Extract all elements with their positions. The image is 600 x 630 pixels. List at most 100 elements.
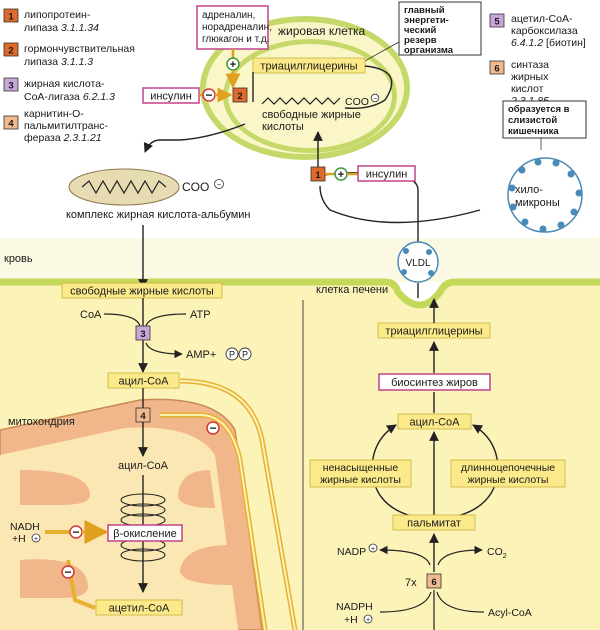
svg-text:+: +	[34, 536, 38, 543]
svg-text:1: 1	[8, 12, 14, 23]
blood-label: кровь	[4, 253, 33, 265]
svg-text:жирных: жирных	[511, 71, 549, 83]
acyl-coa-tag: ацил-CoA	[107, 372, 180, 389]
albumin-coo: COO	[182, 180, 209, 194]
svg-text:липаза 3.1.1.3: липаза 3.1.1.3	[24, 56, 93, 68]
svg-text:фераза 2.3.1.21: фераза 2.3.1.21	[24, 132, 102, 144]
svg-text:P: P	[242, 350, 248, 360]
liver-cell-label: клетка печени	[316, 284, 388, 296]
svg-text:3: 3	[8, 81, 13, 92]
acyl-coa-input-line	[436, 591, 485, 613]
chylomicron-note: образуется в слизистой кишечника	[502, 100, 587, 139]
svg-text:−: −	[209, 421, 216, 435]
svg-text:+: +	[371, 546, 375, 553]
fatty-acid-chain	[261, 97, 341, 105]
insulin-box-fat-cell: инсулин	[142, 87, 200, 104]
enzyme-4-label: 4	[140, 411, 146, 422]
long-chain-fa-tag: длинноцепочечные жирные кислоты	[450, 459, 566, 488]
legend-item-4: 4 карнитин-O- пальмитилтранс- фераза 2.3…	[3, 108, 109, 144]
fat-cell-triglycerides-tag: триацилглицерины	[252, 57, 366, 74]
blood-region	[0, 238, 600, 282]
fat-cell-coo: COO	[345, 96, 369, 108]
co2-release-arrow	[437, 545, 483, 566]
svg-text:−: −	[373, 96, 377, 103]
nadph-label: NADPH	[336, 601, 373, 613]
svg-text:ацетил-CoA-: ацетил-CoA-	[511, 13, 573, 25]
svg-text:−: −	[217, 181, 222, 190]
svg-text:инсулин: инсулин	[150, 91, 192, 103]
svg-text:инсулин: инсулин	[366, 169, 408, 181]
svg-text:ненасыщенные: ненасыщенные	[323, 462, 399, 474]
lipolysis-arc	[344, 65, 393, 110]
svg-text:2: 2	[8, 46, 13, 57]
svg-text:CoA-лигаза 6.2.1.3: CoA-лигаза 6.2.1.3	[24, 91, 115, 103]
svg-text:4: 4	[8, 119, 14, 130]
svg-text:норадреналин,: норадреналин,	[202, 22, 272, 33]
svg-text:триацилглицерины: триацилглицерины	[385, 326, 482, 338]
free-fatty-acids-label-line2: кислоты	[262, 121, 304, 133]
chylomicron-label-line1: хило-	[515, 184, 543, 196]
svg-text:+: +	[338, 169, 344, 181]
svg-text:липопротеин-: липопротеин-	[24, 9, 91, 21]
free-fatty-acids-label-line1: свободные жирные	[262, 109, 361, 121]
svg-text:длинноцепочечные: длинноцепочечные	[461, 462, 555, 474]
enzyme-6-label: 6	[431, 577, 436, 588]
svg-text:энергети-: энергети-	[404, 15, 449, 26]
amp-label: AMP+	[186, 349, 216, 361]
svg-text:организма: организма	[404, 45, 454, 56]
legend-item-1: 1 липопротеин- липаза 3.1.1.34	[3, 8, 99, 34]
svg-text:5: 5	[494, 17, 500, 28]
insulin-box-lipase: инсулин	[357, 165, 416, 182]
svg-text:карнитин-O-: карнитин-O-	[24, 108, 84, 120]
chylomicron-to-lipase-line	[319, 185, 481, 224]
svg-text:липаза 3.1.1.34: липаза 3.1.1.34	[24, 22, 99, 34]
nadph-h-label: +H	[344, 614, 358, 626]
enzyme-1-label: 1	[315, 170, 321, 181]
svg-text:жирные кислоты: жирные кислоты	[320, 474, 401, 486]
svg-text:жирные кислоты: жирные кислоты	[468, 474, 549, 486]
legend-item-5: 5 ацетил-CoA- карбоксилаза 6.4.1.2 [биот…	[489, 13, 586, 49]
svg-text:жирная кислота-: жирная кислота-	[24, 78, 105, 90]
svg-text:слизистой: слизистой	[508, 115, 557, 126]
svg-text:пальмитилтранс-: пальмитилтранс-	[24, 120, 109, 132]
svg-text:ацил-CoA: ацил-CoA	[409, 417, 460, 429]
svg-text:−: −	[64, 565, 71, 579]
legend-item-2: 2 гормончувствительная липаза 3.1.1.3	[3, 42, 135, 68]
enzyme-legend: 1 липопротеин- липаза 3.1.1.34 2 гормонч…	[3, 8, 586, 144]
svg-text:P: P	[229, 350, 235, 360]
nadp-release-arrow	[379, 545, 431, 566]
svg-text:+: +	[366, 617, 370, 624]
svg-text:свободные жирные кислоты: свободные жирные кислоты	[70, 286, 214, 298]
amp-release-arrow	[145, 342, 183, 359]
nadh-h-label: +H	[12, 533, 26, 545]
svg-text:кишечника: кишечника	[508, 126, 559, 137]
fat-biosynthesis-tag: биосинтез жиров	[378, 373, 491, 391]
enzyme-6-box	[426, 573, 442, 589]
svg-text:карбоксилаза: карбоксилаза	[511, 25, 578, 37]
svg-text:−: −	[72, 525, 79, 539]
fatty-acid-export-arrow	[143, 123, 246, 153]
enzyme-2-label: 2	[237, 91, 242, 102]
svg-text:адреналин,: адреналин,	[202, 10, 255, 21]
co2-label: CO2	[487, 546, 507, 560]
chylomicron-particle	[507, 157, 583, 233]
chylomicron-label-line2: микроны	[515, 197, 560, 209]
legend-item-3: 3 жирная кислота- CoA-лигаза 6.2.1.3	[3, 77, 115, 103]
nadph-input-line	[379, 591, 432, 613]
plus-sign-hormones-text: +	[230, 59, 236, 71]
svg-text:образуется в: образуется в	[508, 104, 570, 115]
enzyme-3-box	[135, 325, 151, 341]
vldl-particle	[397, 241, 439, 283]
energy-reserve-box: главный энергети- ческий резерв организм…	[398, 1, 482, 56]
nadh-label: NADH	[10, 521, 40, 533]
svg-text:−: −	[205, 88, 212, 102]
albumin-complex	[68, 168, 180, 206]
minus-sign-acetyl	[61, 565, 75, 579]
atp-label: ATP	[190, 309, 211, 321]
acetyl-coa-tag: ацетил-CoA	[95, 599, 183, 616]
enzyme-3-label: 3	[140, 329, 145, 340]
fat-cell-title: жировая клетка	[278, 24, 365, 38]
unsaturated-fa-tag: ненасыщенные жирные кислоты	[309, 459, 412, 488]
svg-text:ацил-CoA: ацил-CoA	[118, 376, 169, 388]
